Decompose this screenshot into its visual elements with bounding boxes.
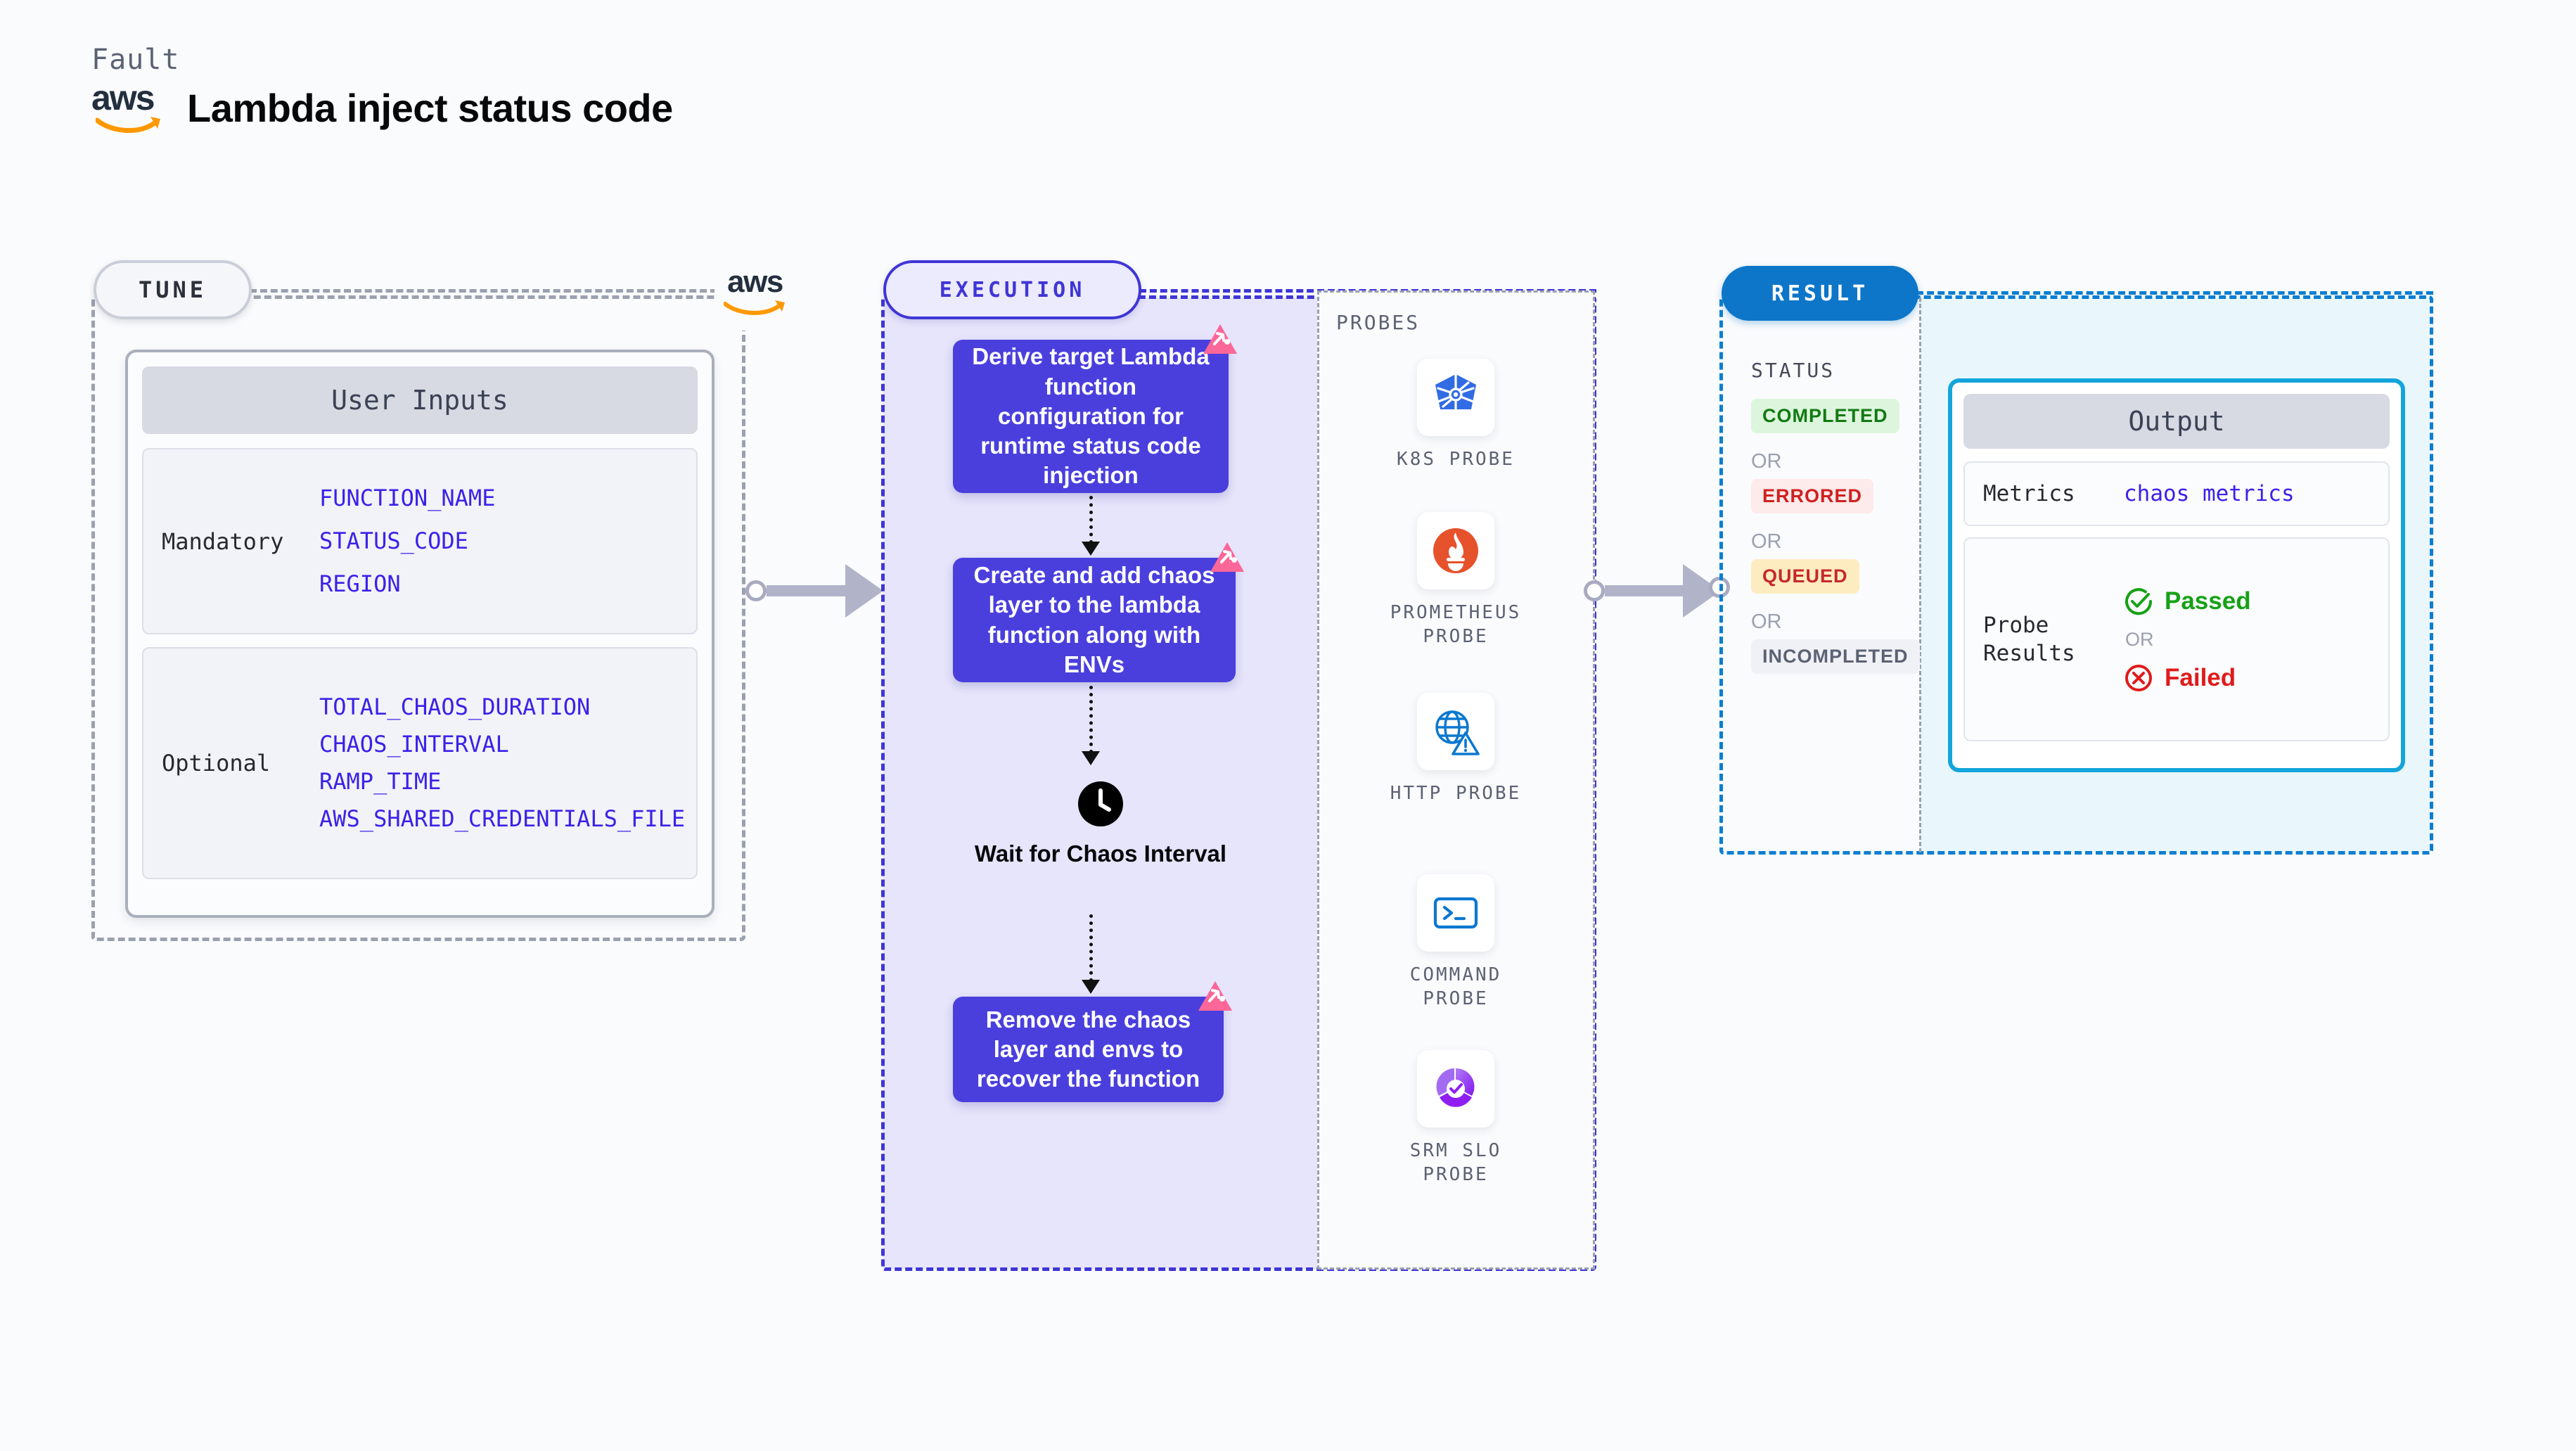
input-var[interactable]: REGION [319, 570, 401, 598]
status-badge: COMPLETED [1751, 399, 1899, 433]
input-var[interactable]: CHAOS_INTERVAL [319, 730, 509, 758]
user-inputs-card: User Inputs Mandatory FUNCTION_NAME STAT… [125, 350, 715, 918]
execution-node[interactable]: Create and add chaos layer to the lambda… [953, 542, 1244, 682]
aws-provider-logo-icon: aws [715, 253, 795, 331]
mandatory-inputs-group: Mandatory FUNCTION_NAME STATUS_CODE REGI… [142, 448, 698, 634]
or-separator: OR [1751, 530, 1782, 553]
passed-label: Passed [2165, 587, 2251, 615]
connector-arrowhead [845, 564, 883, 618]
status-badge: QUEUED [1751, 559, 1859, 594]
probe-item[interactable]: SRM SLO PROBE [1385, 1050, 1526, 1187]
input-var[interactable]: FUNCTION_NAME [319, 484, 496, 511]
probes-section-label: PROBES [1336, 311, 1421, 334]
aws-provider-logo-text: aws [727, 264, 783, 299]
probe-label: HTTP PROBE [1390, 783, 1522, 804]
result-inner-divider [1919, 298, 1921, 852]
litmus-icon [1198, 981, 1232, 1011]
metrics-row: Metrics chaos metrics [1963, 461, 2390, 526]
aws-smile-icon [96, 117, 160, 133]
output-card: Output Metrics chaos metrics Probe Resul… [1948, 378, 2405, 772]
status-label: STATUS [1751, 359, 1835, 382]
connector-tune-to-execution [745, 564, 883, 618]
flow-arrow-head [1082, 751, 1100, 765]
litmus-icon [1203, 324, 1237, 354]
connector-execution-to-result [1584, 564, 1721, 618]
flow-arrow-line [1089, 914, 1093, 982]
result-dashed-connector [1916, 291, 2433, 295]
execution-node-text: Create and add chaos layer to the lambda… [973, 562, 1215, 677]
status-badge: ERRORED [1751, 479, 1874, 513]
status-column: STATUS COMPLETED OR ERRORED OR QUEUED OR… [1751, 359, 1920, 674]
input-var[interactable]: AWS_SHARED_CREDENTIALS_FILE [319, 805, 686, 833]
connector-start-dot [1584, 580, 1605, 601]
probe-label: PROMETHEUS PROBE [1390, 602, 1522, 648]
fault-kicker: Fault [91, 44, 180, 76]
optional-label: Optional [162, 750, 271, 776]
probe-item[interactable]: K8S PROBE [1385, 359, 1526, 471]
mandatory-var-list: FUNCTION_NAME STATUS_CODE REGION [319, 469, 696, 613]
check-circle-icon [2125, 587, 2153, 615]
user-inputs-title: User Inputs [142, 366, 698, 434]
flow-arrow-head [1082, 542, 1100, 556]
connector-start-dot [745, 580, 767, 601]
x-circle-icon [2125, 664, 2152, 691]
probe-result-passed: Passed [2124, 587, 2370, 616]
execution-node[interactable]: Remove the chaos layer and envs to recov… [953, 981, 1232, 1102]
http-globe-warning-icon [1417, 693, 1494, 770]
status-badge: INCOMPLETED [1751, 639, 1920, 674]
probe-item[interactable]: PROMETHEUS PROBE [1385, 512, 1526, 649]
result-pill-label: RESULT [1722, 266, 1918, 321]
failed-label: Failed [2165, 663, 2236, 691]
wait-for-chaos-node: Wait for Chaos Interval [970, 781, 1231, 869]
probe-result-failed: Failed [2124, 663, 2370, 693]
connector-bar [1605, 585, 1684, 596]
srm-slo-donut-icon [1417, 1050, 1494, 1127]
kubernetes-icon [1417, 359, 1494, 436]
tune-dashed-connector [250, 289, 717, 293]
execution-node-text: Derive target Lambda function configurat… [972, 343, 1210, 489]
litmus-icon [1210, 542, 1244, 572]
aws-logo-text: aws [91, 78, 155, 117]
execution-node-text: Remove the chaos layer and envs to recov… [976, 1006, 1200, 1092]
terminal-icon [1417, 874, 1494, 952]
optional-var-list: TOTAL_CHAOS_DURATION CHAOS_INTERVAL RAMP… [319, 684, 696, 843]
probe-item[interactable]: HTTP PROBE [1385, 693, 1526, 805]
probe-results-row: Probe Results Passed OR Failed [1963, 537, 2390, 741]
input-var[interactable]: TOTAL_CHAOS_DURATION [319, 693, 591, 720]
or-separator: OR [1751, 450, 1782, 473]
execution-node[interactable]: Derive target Lambda function configurat… [953, 324, 1237, 493]
mandatory-label: Mandatory [162, 528, 284, 555]
connector-bar [767, 585, 847, 596]
page-header: Fault aws Lambda inject status code [91, 44, 673, 135]
output-title: Output [1963, 394, 2390, 449]
flow-arrow-line [1089, 686, 1093, 753]
prometheus-icon [1417, 512, 1494, 589]
tune-section [91, 295, 745, 941]
or-separator: OR [2125, 628, 2154, 650]
metrics-value[interactable]: chaos metrics [2124, 481, 2295, 506]
result-section [1719, 295, 2433, 855]
tune-pill-label: TUNE [94, 260, 252, 319]
probe-label: K8S PROBE [1397, 449, 1515, 470]
flow-arrow-line [1089, 496, 1093, 544]
clock-icon [1078, 781, 1123, 826]
optional-inputs-group: Optional TOTAL_CHAOS_DURATION CHAOS_INTE… [142, 647, 698, 879]
aws-logo-icon: aws [91, 80, 170, 135]
input-var[interactable]: STATUS_CODE [319, 527, 468, 554]
probe-item[interactable]: COMMAND PROBE [1385, 874, 1526, 1011]
aws-provider-smile-icon [723, 300, 785, 315]
probe-label: COMMAND PROBE [1409, 964, 1502, 1010]
page-title: Lambda inject status code [187, 85, 673, 130]
or-separator: OR [1751, 611, 1782, 633]
metrics-key: Metrics [1983, 480, 2075, 506]
flow-arrow-head [1082, 980, 1100, 994]
input-var[interactable]: RAMP_TIME [319, 768, 442, 795]
wait-node-label: Wait for Chaos Interval [974, 840, 1227, 867]
execution-pill-label: EXECUTION [883, 260, 1141, 319]
probe-label: SRM SLO PROBE [1409, 1140, 1502, 1186]
probe-results-key: Probe Results [1983, 612, 2075, 666]
